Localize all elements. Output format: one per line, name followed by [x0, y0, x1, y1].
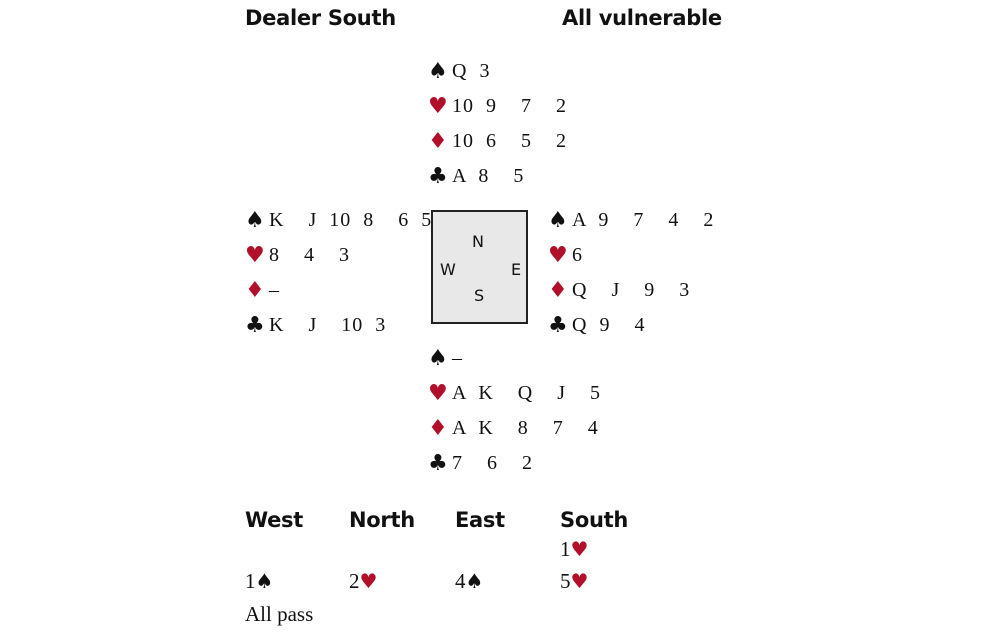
bid-level: 2	[349, 569, 360, 593]
west-diamonds-cards: –	[269, 279, 280, 301]
south-diamonds-cards: A K 8 7 4	[452, 417, 599, 439]
south-hand: ♠–♥A K Q J 5♦A K 8 7 4♣7 6 2	[428, 341, 601, 481]
diamonds-icon: ♦	[548, 278, 568, 303]
north-clubs-line: ♣A 8 5	[428, 159, 567, 194]
compass-box: N W E S	[431, 210, 528, 324]
spades-icon: ♠	[428, 346, 448, 371]
south-hearts-cards: A K Q J 5	[452, 382, 602, 404]
hearts-icon: ♥	[245, 243, 265, 268]
diamonds-icon: ♦	[428, 129, 448, 154]
hearts-icon: ♥	[548, 243, 568, 268]
east-hearts-line: ♥6	[548, 238, 714, 273]
east-diamonds-line: ♦Q J 9 3	[548, 273, 714, 308]
north-spades-cards: Q 3	[452, 60, 491, 82]
north-diamonds-line: ♦10 6 5 2	[428, 124, 567, 159]
west-hand: ♠K J 10 8 6 5♥8 4 3♦–♣K J 10 3	[245, 203, 432, 343]
bid: 5♥	[560, 569, 588, 594]
vulnerability-label: All vulnerable	[562, 6, 722, 30]
east-clubs-cards: Q 9 4	[572, 314, 646, 336]
hearts-icon: ♥	[570, 537, 589, 561]
bid: 4♠	[455, 569, 483, 594]
auction-header-north: North	[349, 508, 415, 532]
west-clubs-cards: K J 10 3	[269, 314, 387, 336]
hearts-icon: ♥	[359, 569, 378, 593]
bid: 2♥	[349, 569, 377, 594]
south-spades-line: ♠–	[428, 341, 601, 376]
bid-level: 5	[560, 569, 571, 593]
clubs-icon: ♣	[548, 313, 568, 338]
dealer-label: Dealer South	[245, 6, 396, 30]
compass-north: N	[472, 232, 484, 251]
hearts-icon: ♥	[428, 94, 448, 119]
compass-east: E	[511, 260, 522, 279]
east-hand: ♠A 9 7 4 2♥6♦Q J 9 3♣Q 9 4	[548, 203, 714, 343]
north-spades-line: ♠Q 3	[428, 54, 567, 89]
spades-icon: ♠	[548, 208, 568, 233]
bid-level: 4	[455, 569, 466, 593]
auction-header-south: South	[560, 508, 628, 532]
bid: 1♥	[560, 537, 588, 562]
east-spades-cards: A 9 7 4 2	[572, 209, 715, 231]
south-clubs-line: ♣7 6 2	[428, 446, 601, 481]
south-clubs-cards: 7 6 2	[452, 452, 533, 474]
bid-level: 1	[560, 537, 571, 561]
west-spades-cards: K J 10 8 6 5	[269, 209, 433, 231]
north-diamonds-cards: 10 6 5 2	[452, 130, 567, 152]
west-hearts-cards: 8 4 3	[269, 244, 350, 266]
diamonds-icon: ♦	[245, 278, 265, 303]
south-spades-cards: –	[452, 347, 463, 369]
north-clubs-cards: A 8 5	[452, 165, 525, 187]
auction-header-east: East	[455, 508, 505, 532]
east-diamonds-cards: Q J 9 3	[572, 279, 691, 301]
clubs-icon: ♣	[428, 164, 448, 189]
bid-level: 1	[245, 569, 256, 593]
east-hearts-cards: 6	[572, 244, 583, 266]
bid: 1♠	[245, 569, 273, 594]
west-spades-line: ♠K J 10 8 6 5	[245, 203, 432, 238]
north-hand: ♠Q 3♥10 9 7 2♦10 6 5 2♣A 8 5	[428, 54, 567, 194]
north-hearts-cards: 10 9 7 2	[452, 95, 567, 117]
clubs-icon: ♣	[245, 313, 265, 338]
west-hearts-line: ♥8 4 3	[245, 238, 432, 273]
west-clubs-line: ♣K J 10 3	[245, 308, 432, 343]
south-hearts-line: ♥A K Q J 5	[428, 376, 601, 411]
spades-icon: ♠	[245, 208, 265, 233]
compass-west: W	[440, 260, 456, 279]
clubs-icon: ♣	[428, 451, 448, 476]
spades-icon: ♠	[428, 59, 448, 84]
north-hearts-line: ♥10 9 7 2	[428, 89, 567, 124]
spades-icon: ♠	[465, 569, 484, 593]
east-spades-line: ♠A 9 7 4 2	[548, 203, 714, 238]
compass-south: S	[474, 286, 485, 305]
west-diamonds-line: ♦–	[245, 273, 432, 308]
east-clubs-line: ♣Q 9 4	[548, 308, 714, 343]
south-diamonds-line: ♦A K 8 7 4	[428, 411, 601, 446]
auction-final: All pass	[245, 602, 314, 626]
hearts-icon: ♥	[570, 569, 589, 593]
spades-icon: ♠	[255, 569, 274, 593]
diamonds-icon: ♦	[428, 416, 448, 441]
hearts-icon: ♥	[428, 381, 448, 406]
auction-header-west: West	[245, 508, 303, 532]
